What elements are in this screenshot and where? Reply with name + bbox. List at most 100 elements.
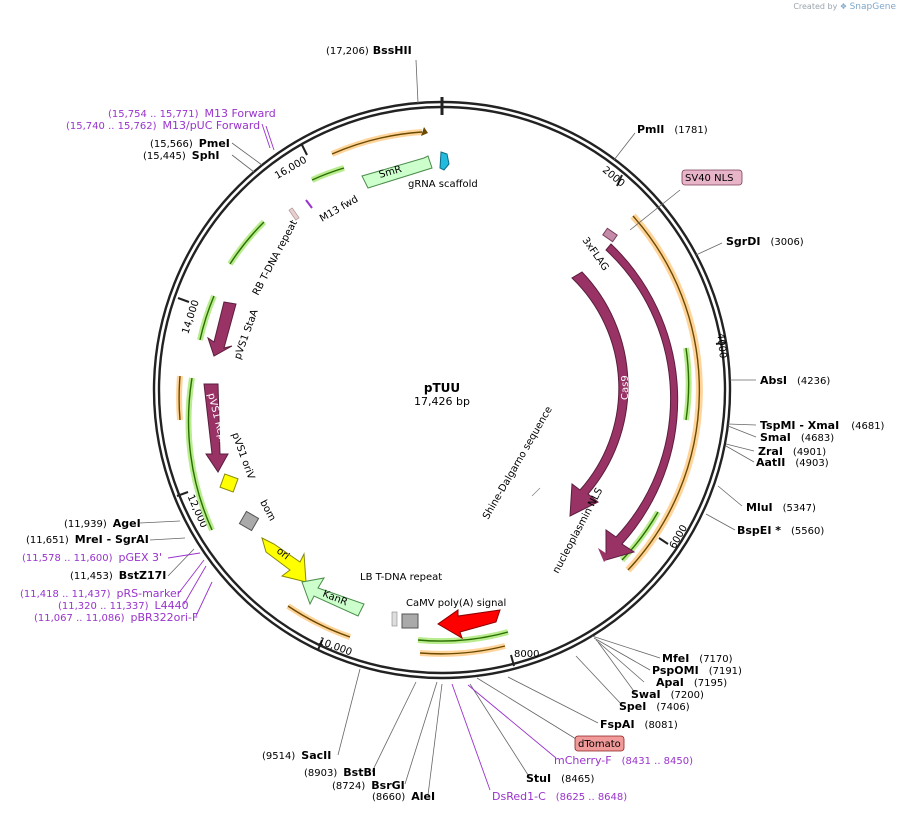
- pvs1-oriv-label: pVS1 oriV: [229, 431, 256, 481]
- tick-16000: [301, 144, 308, 156]
- site-bstz17i: (11,453)BstZ17I: [70, 569, 166, 582]
- 3xflag-box: [602, 227, 618, 243]
- orf-arc-green-upper: [229, 221, 265, 265]
- leader-mlui: [717, 485, 743, 507]
- lb-tdna-repeat-label: LB T-DNA repeat: [360, 572, 442, 583]
- orf-arc-green-upleft: [199, 295, 215, 341]
- snapgene-logo-icon: ❖: [839, 2, 848, 11]
- site-spei: SpeI(7406): [619, 700, 690, 713]
- primer-leaders: [167, 123, 557, 791]
- cas9-outer-label: Cas9: [660, 373, 671, 398]
- dtomato-label: dTomato: [578, 739, 621, 750]
- leader-bstz17i: [167, 548, 195, 577]
- site-smai: SmaI(4683): [760, 431, 834, 444]
- leader-apai: [595, 639, 645, 683]
- camv-polya-label: CaMV poly(A) signal: [406, 598, 506, 609]
- cas9-inner-label: Cas9: [620, 375, 631, 400]
- leader-bstbi: [371, 681, 417, 773]
- leader-pmli: [613, 132, 636, 161]
- leader-bsrgi: [404, 681, 438, 785]
- bom-label: bom: [257, 498, 277, 523]
- tick-label-8000: 8000: [514, 649, 539, 660]
- grna-scaffold-box: [439, 151, 450, 171]
- tick-label-6000: 6000: [668, 523, 690, 551]
- primer-m13-forward: (15,754 .. 15,771)M13 Forward: [108, 107, 276, 120]
- tick-6000: [658, 537, 669, 545]
- orf-arc-lowleft: [287, 605, 351, 638]
- primer-pbr322ori-f: (11,067 .. 11,086)pBR322ori-F: [34, 611, 198, 624]
- leader-tspmi: [727, 423, 757, 426]
- leader-bspei: [705, 513, 736, 531]
- site-aatii: AatII(4903): [756, 456, 829, 469]
- site-pmei: (15,566)PmeI: [150, 137, 230, 150]
- enzyme-labels: (17,206)BssHII PmlI(1781) SgrDI(3006) Ab…: [26, 44, 885, 803]
- leader-fspai: [507, 676, 599, 724]
- leader-pmei: [231, 142, 263, 166]
- site-tspmi: TspMI - XmaI(4681): [760, 419, 885, 432]
- boxed-labels: SV40 NLS dTomato: [574, 169, 743, 752]
- pvs1-staa-arrow: [207, 301, 237, 357]
- site-sgrdi: SgrDI(3006): [726, 235, 804, 248]
- camv-polya-arrow: [437, 609, 501, 640]
- bom-box: [238, 510, 260, 532]
- tick-label-4000: 4000: [714, 333, 728, 359]
- site-mfei: MfeI(7170): [662, 652, 733, 665]
- site-stui: StuI(8465): [526, 772, 594, 785]
- tick-4000: [715, 341, 728, 345]
- sv40-nls-label: SV40 NLS: [685, 173, 734, 184]
- primer-m13-puc-forward: (15,740 .. 15,762)M13/pUC Forward: [66, 119, 260, 132]
- tick-label-14000: 14,000: [181, 299, 202, 336]
- plasmid-name: pTUU: [424, 381, 460, 395]
- 3xflag-label: 3xFLAG: [580, 235, 611, 273]
- leader-aatii: [725, 445, 755, 463]
- shine-dalgarno-label: Shine-Dalgarno sequence: [481, 405, 555, 522]
- tick-10000: [317, 639, 323, 651]
- leader-sv40-nls: [629, 189, 681, 231]
- orf-arc-green-top: [311, 167, 345, 181]
- credit-prefix: Created by: [793, 2, 838, 11]
- site-bsrgi: (8724)BsrGI: [332, 779, 405, 792]
- site-absi: AbsI(4236): [760, 374, 830, 387]
- site-leaders: [139, 59, 757, 796]
- orf-arc-bottom: [419, 645, 506, 655]
- orf-arrowhead-icon: [421, 127, 428, 136]
- shine-dalgarno-leader: [531, 487, 541, 497]
- site-bspei: BspEI *(5560): [737, 524, 824, 537]
- plasmid-length: 17,426 bp: [414, 395, 470, 408]
- tick-2000: [616, 174, 623, 187]
- m13-fwd-label: M13 fwd: [318, 194, 360, 225]
- smr-arrow: [361, 155, 433, 189]
- site-fspai: FspAI(8081): [600, 718, 678, 731]
- leader-spei: [575, 655, 623, 706]
- kanr-arrow: [301, 577, 365, 617]
- credit-brand: SnapGene: [849, 2, 896, 12]
- orf-arc-top-glow: [330, 129, 423, 157]
- tick-14000: [177, 297, 190, 303]
- site-agei: (11,939)AgeI: [64, 517, 141, 530]
- site-bstbi: (8903)BstBI: [304, 766, 376, 779]
- leader-stui: [469, 683, 531, 779]
- leader-pspomi: [593, 637, 651, 671]
- grna-scaffold-label: gRNA scaffold: [408, 179, 478, 190]
- primer-pgex-3: (11,578 .. 11,600)pGEX 3': [22, 551, 162, 564]
- site-apai: ApaI(7195): [656, 676, 727, 689]
- sv40-nls-box: [681, 169, 743, 186]
- tick-label-2000: 2000: [600, 165, 627, 190]
- primer-leader-m13-puc: [265, 125, 275, 151]
- primer-dsred1-c: DsRed1-C(8625 .. 8648): [492, 790, 627, 803]
- site-sacii: (9514)SacII: [262, 749, 331, 762]
- pvs1-staa-label: pVS1 StaA: [232, 308, 260, 361]
- site-pmli: PmlI(1781): [637, 123, 708, 136]
- leader-smai: [727, 425, 757, 438]
- orf-arc-green-left: [187, 377, 213, 531]
- orf-arc-green-right: [685, 347, 690, 421]
- orf-arc-top: [331, 131, 423, 155]
- tick-12000: [176, 491, 189, 497]
- primer-leader-prs: [177, 559, 205, 595]
- leader-sphi: [231, 154, 255, 173]
- primer-l4440: (11,320 .. 11,337)L4440: [58, 599, 189, 612]
- orf-arc-green-upper-glow: [227, 219, 267, 266]
- primer-leader-dsred: [451, 683, 491, 791]
- primer-leader-m13-forward: [261, 123, 271, 149]
